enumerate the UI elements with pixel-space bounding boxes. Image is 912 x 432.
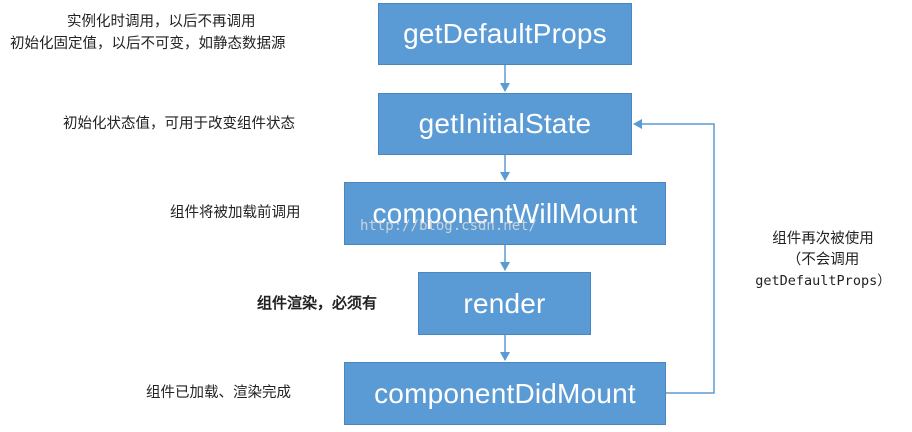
note-default-props-line2: 初始化固定值，以后不可变，如静态数据源: [10, 36, 286, 52]
arrow-didmount-loop-to-initial: [633, 119, 715, 394]
side-note: 组件再次被使用 （不会调用 getDefaultProps）: [742, 229, 904, 292]
box-componentWillMount: componentWillMount: [344, 182, 666, 245]
box-getDefaultProps: getDefaultProps: [378, 3, 632, 65]
note-will-mount: 组件将被加载前调用: [170, 205, 301, 221]
side-note-line2: （不会调用: [786, 252, 860, 268]
note-did-mount: 组件已加载、渲染完成: [146, 385, 291, 401]
note-default-props-line1: 实例化时调用，以后不再调用: [67, 14, 256, 30]
watermark-text: http://blog.csdn.net/: [360, 218, 538, 234]
box-getInitialState: getInitialState: [378, 93, 632, 155]
note-initial-state: 初始化状态值，可用于改变组件状态: [63, 116, 295, 132]
box-render: render: [418, 272, 591, 335]
box-componentDidMount: componentDidMount: [344, 362, 666, 425]
note-render: 组件渲染，必须有: [257, 294, 378, 312]
side-note-line3: getDefaultProps）: [755, 273, 891, 289]
side-note-line1: 组件再次被使用: [772, 231, 874, 247]
